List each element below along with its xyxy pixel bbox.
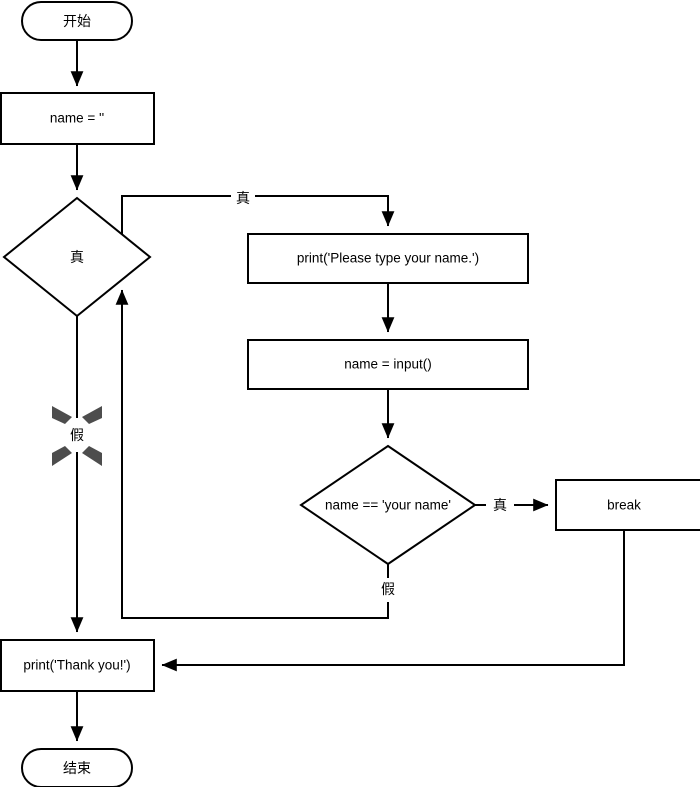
node-thank-you[interactable]: print('Thank you!'): [0, 639, 155, 692]
node-while-condition[interactable]: 真: [2, 196, 152, 318]
edge-label-check-false: 假: [381, 582, 395, 598]
node-start[interactable]: 开始: [21, 1, 133, 41]
init-label: name = '': [50, 111, 104, 126]
cut-wedge-top-right: [82, 406, 102, 424]
edge-label-while-true: 真: [231, 187, 255, 209]
edge-label-check-true: 真: [493, 498, 507, 514]
end-terminator-shape: [21, 748, 133, 787]
cut-wedge-top-left: [52, 406, 72, 424]
init-process-shape: [0, 92, 155, 145]
read-input-label: name = input(): [344, 357, 431, 372]
edge-label-check-false-text: 假: [381, 582, 395, 598]
node-check-name[interactable]: name == 'your name': [299, 444, 477, 566]
node-init[interactable]: name = '': [0, 92, 155, 145]
cut-marker-icon: [52, 406, 102, 466]
read-input-shape: [247, 339, 529, 390]
end-label: 结束: [63, 761, 91, 777]
break-shape: [555, 479, 700, 531]
cut-wedge-bottom-right: [82, 446, 102, 466]
node-read-input[interactable]: name = input(): [247, 339, 529, 390]
edge-label-while-true-text: 真: [236, 191, 250, 207]
thank-you-label: print('Thank you!'): [23, 658, 130, 673]
check-name-decision-shape: [299, 444, 477, 566]
while-decision-shape: [2, 196, 152, 318]
break-label: break: [607, 498, 641, 513]
node-break[interactable]: break: [555, 479, 700, 531]
edge-label-while-false: 假: [70, 428, 84, 444]
edge-label-while-false-text: 假: [70, 428, 84, 444]
cut-wedge-bottom-left: [52, 446, 72, 466]
print-prompt-label: print('Please type your name.'): [297, 251, 479, 266]
start-terminator-shape: [21, 1, 133, 41]
edge-label-check-true-text: 真: [493, 498, 507, 514]
start-label: 开始: [63, 14, 91, 30]
check-name-label: name == 'your name': [325, 498, 451, 513]
node-print-prompt[interactable]: print('Please type your name.'): [247, 233, 529, 284]
edge-check-false-to-while: [122, 290, 389, 619]
while-condition-label: 真: [70, 250, 84, 266]
thank-you-shape: [0, 639, 155, 692]
edge-break-to-thankyou: [161, 530, 625, 672]
print-prompt-shape: [247, 233, 529, 284]
node-end[interactable]: 结束: [21, 748, 133, 787]
